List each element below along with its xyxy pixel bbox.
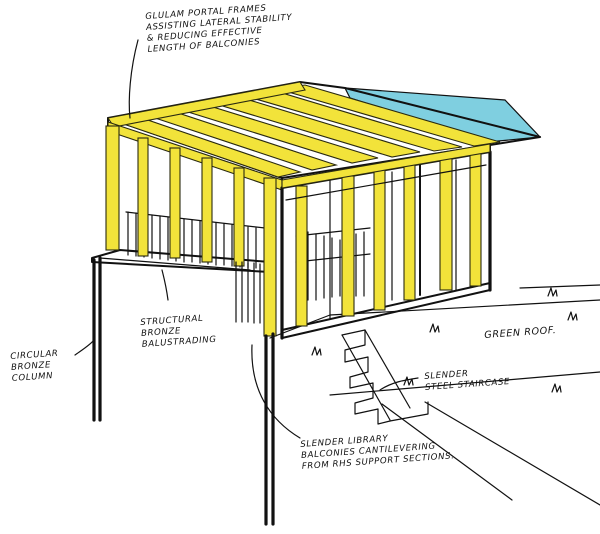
glulam-post	[403, 163, 416, 301]
annotation-leaders	[74, 39, 419, 439]
glulam-post	[105, 125, 120, 251]
glulam-post	[469, 151, 482, 287]
bronze-column-front	[264, 332, 275, 526]
bronze-column-left	[92, 256, 102, 422]
glulam-posts-left	[105, 125, 277, 337]
glulam-post	[263, 177, 277, 337]
glulam-post	[137, 137, 149, 257]
glulam-post	[233, 167, 245, 267]
glulam-roof-beams	[107, 81, 501, 191]
glulam-header	[281, 143, 491, 189]
glulam-post	[169, 147, 181, 259]
glulam-post	[295, 185, 308, 327]
glazing-lines	[285, 159, 487, 301]
annotation-balustrading: STRUCTURAL BRONZE BALUSTRADING	[140, 313, 217, 351]
glulam-post	[439, 157, 453, 291]
glulam-post	[341, 175, 355, 317]
right-bay-frame	[280, 150, 492, 340]
glulam-posts-right	[281, 143, 491, 327]
ground-lines	[269, 284, 600, 506]
steel-staircase	[341, 329, 429, 425]
glulam-post	[373, 169, 386, 311]
glulam-post	[201, 157, 213, 263]
rooflight-glazing	[343, 87, 542, 143]
annotation-bronze-column: CIRCULAR BRONZE COLUMN	[10, 349, 60, 385]
